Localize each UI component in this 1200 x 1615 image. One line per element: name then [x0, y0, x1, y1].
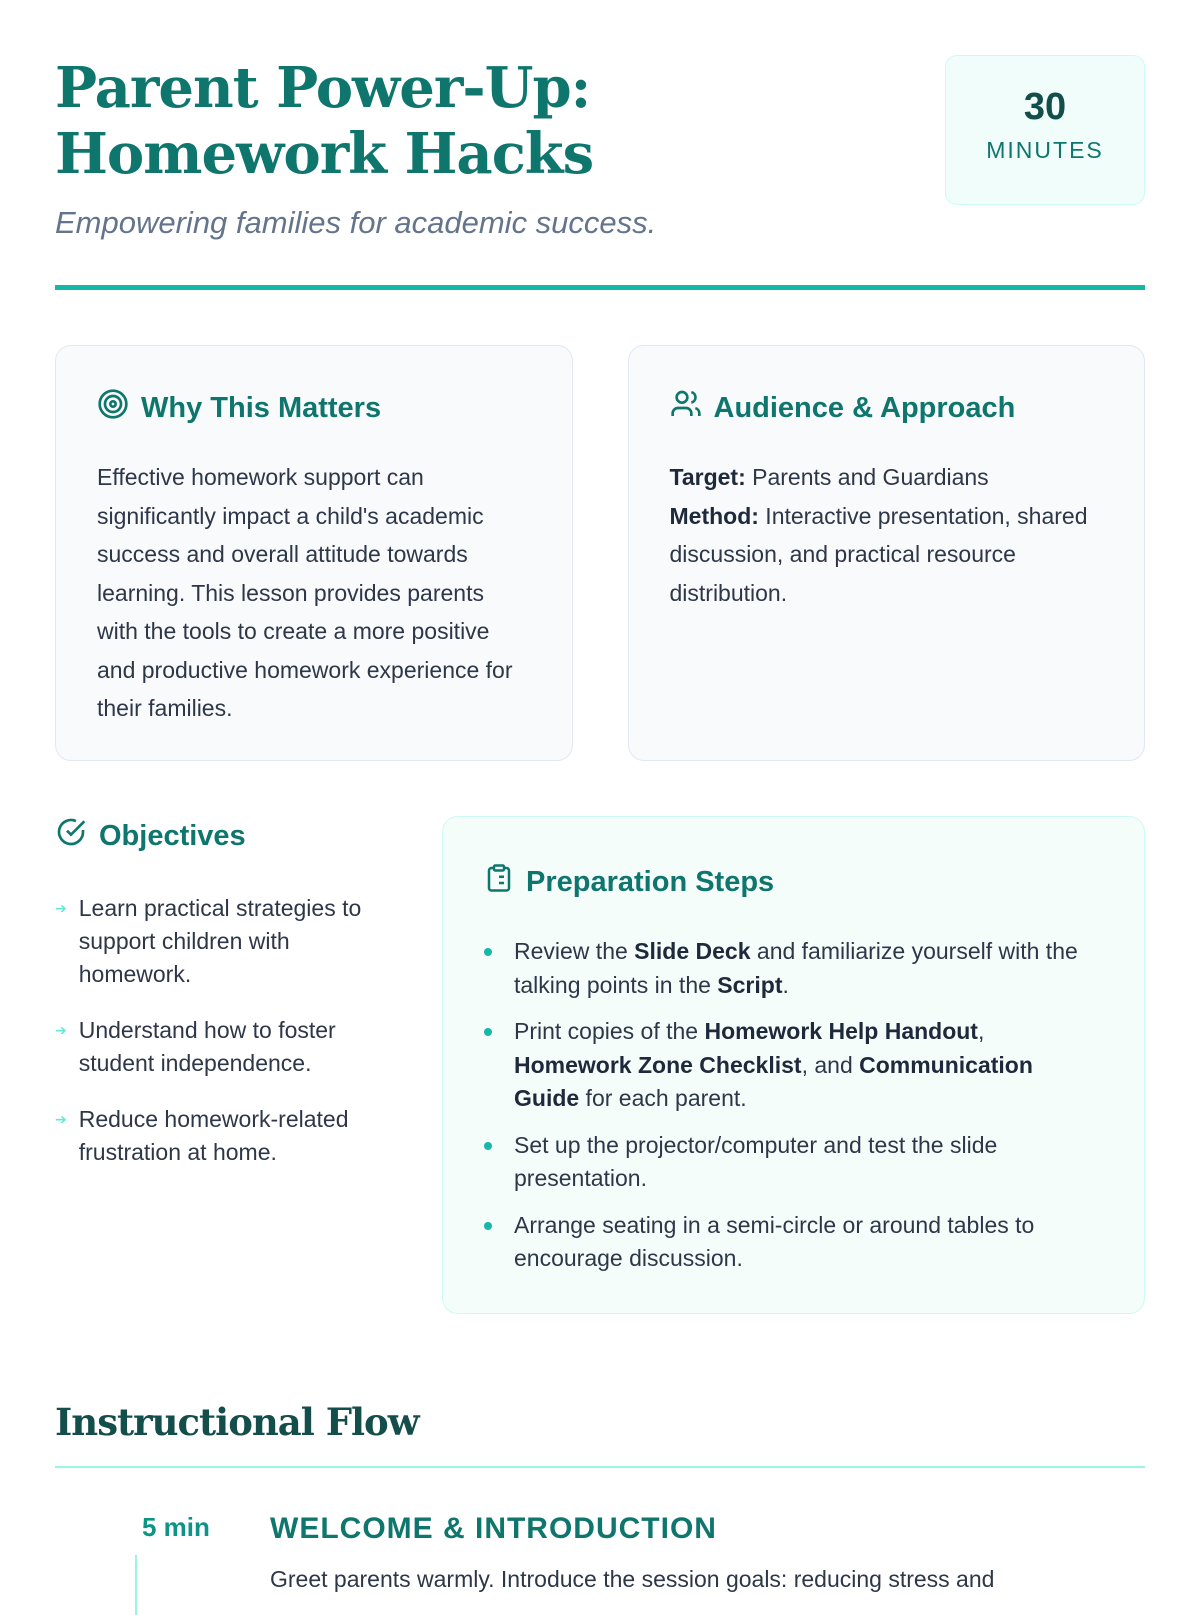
objectives-title: Objectives — [99, 819, 246, 852]
prep-text-part: , and — [801, 1051, 860, 1078]
objective-text: Reduce homework-related frustration at h… — [78, 1106, 349, 1165]
prep-emphasis: Homework Zone Checklist — [514, 1051, 802, 1078]
prep-text: Set up the projector/computer and test t… — [514, 1129, 1103, 1196]
prep-text-part: and familiarize yourself with the talkin… — [514, 938, 1078, 998]
prep-emphasis: Slide Deck — [634, 938, 751, 964]
arrow-right-icon: ➔ — [55, 1111, 67, 1127]
why-card: Why This Matters Effective homework supp… — [55, 345, 573, 761]
users-icon — [670, 388, 702, 428]
step-duration: 5 min — [142, 1512, 210, 1542]
method-label: Method: — [669, 502, 759, 529]
method-value: Interactive presentation, shared discuss… — [669, 502, 1088, 606]
target-label: Target: — [669, 464, 746, 490]
header-divider — [55, 285, 1145, 290]
why-title: Why This Matters — [141, 391, 382, 424]
objective-text: Understand how to foster student indepen… — [78, 1017, 336, 1076]
target-value: Parents and Guardians — [745, 464, 989, 490]
page-subtitle: Empowering families for academic success… — [55, 205, 657, 240]
prep-text-part: Set up the projector/computer and test t… — [514, 1131, 998, 1192]
prep-text-part: . — [782, 971, 789, 998]
flow-title: Instructional Flow — [55, 1400, 420, 1444]
step-description: Greet parents warmly. Introduce the sess… — [270, 1566, 995, 1592]
prep-text-part: , — [977, 1018, 985, 1044]
duration-badge: 30 MINUTES — [945, 55, 1145, 205]
target-icon — [97, 388, 129, 428]
objective-item: ➔ Understand how to foster student indepe… — [55, 1014, 380, 1080]
prep-text-part: for each parent. — [579, 1085, 747, 1111]
prep-title: Preparation Steps — [526, 865, 775, 898]
prep-item: Arrange seating in a semi-circle or arou… — [484, 1209, 1103, 1276]
arrow-right-icon: ➔ — [55, 900, 67, 916]
page-title: Parent Power-Up: Homework Hacks — [55, 55, 594, 187]
clipboard-icon — [484, 863, 514, 901]
prep-text-part: Arrange seating in a semi-circle or arou… — [514, 1211, 1035, 1272]
duration-unit: MINUTES — [986, 137, 1104, 163]
prep-text-part: Review the — [514, 938, 635, 964]
flow-divider — [55, 1466, 1145, 1468]
preparation-card: Preparation Steps Review the Slide Deck … — [442, 816, 1145, 1314]
objective-item: ➔ Reduce homework-related frustration at … — [55, 1103, 380, 1169]
prep-text: Review the Slide Deck and familiarize yo… — [514, 935, 1103, 1002]
prep-emphasis: Communication Guide — [514, 1051, 1033, 1112]
prep-text: Arrange seating in a semi-circle or arou… — [514, 1209, 1103, 1276]
bullet-icon — [484, 1221, 492, 1230]
duration-value: 30 — [1023, 86, 1067, 128]
objective-item: ➔ Learn practical strategies to support c… — [55, 892, 380, 991]
header: Parent Power-Up: Homework Hacks Empoweri… — [55, 55, 1145, 241]
prep-item: Set up the projector/computer and test t… — [484, 1129, 1103, 1196]
why-body: Effective homework support can significa… — [97, 464, 513, 721]
bullet-icon — [484, 948, 492, 956]
prep-emphasis: Script — [717, 971, 783, 998]
arrow-right-icon: ➔ — [55, 1022, 67, 1038]
bullet-icon — [484, 1141, 492, 1150]
step-title: WELCOME & INTRODUCTION — [270, 1512, 717, 1545]
prep-text-part: Print copies of the — [514, 1018, 705, 1044]
check-circle-icon — [55, 816, 87, 856]
bullet-icon — [484, 1028, 492, 1036]
prep-item: Review the Slide Deck and familiarize yo… — [484, 935, 1103, 1002]
prep-item: Print copies of the Homework Help Handou… — [484, 1015, 1103, 1116]
prep-text: Print copies of the Homework Help Handou… — [514, 1015, 1103, 1116]
objectives-section: Objectives ➔ Learn practical strategies t… — [55, 816, 380, 1314]
audience-title: Audience & Approach — [713, 391, 1016, 424]
objective-text: Learn practical strategies to support ch… — [78, 895, 362, 987]
flow-step: 5 min WELCOME & INTRODUCTION Greet paren… — [142, 1512, 1145, 1593]
timeline-line — [135, 1555, 137, 1615]
audience-card: Audience & Approach Target: Parents and … — [627, 345, 1145, 761]
prep-emphasis: Homework Help Handout — [704, 1018, 978, 1044]
